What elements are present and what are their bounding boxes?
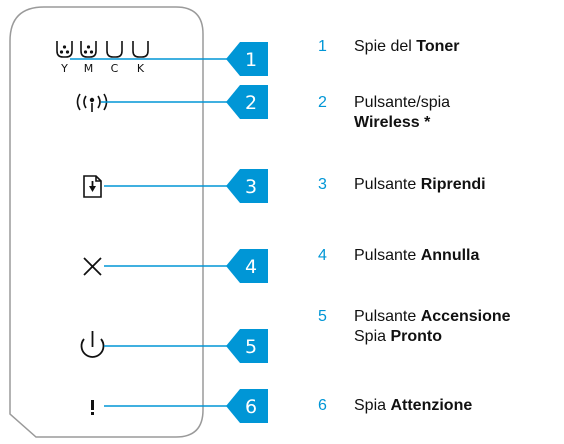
toner-label-m: M (84, 62, 94, 75)
legend-item-6: 6 Spia Attenzione (318, 396, 564, 416)
resume-icon[interactable] (83, 175, 102, 198)
callout-badge-5: 5 (226, 329, 268, 363)
svg-text:6: 6 (245, 396, 257, 418)
toner-dots (59, 45, 94, 54)
legend-item-4: 4 Pulsante Annulla (318, 246, 564, 266)
legend-item-3: 3 Pulsante Riprendi (318, 175, 564, 195)
legend-number: 6 (318, 397, 327, 414)
legend-number: 3 (318, 176, 327, 193)
svg-text:4: 4 (245, 256, 257, 278)
toner-label-y: Y (60, 62, 68, 75)
callout-badge-6: 6 (226, 389, 268, 423)
svg-text:5: 5 (245, 336, 257, 358)
legend-item-1: 1 Spie del Toner (318, 37, 564, 57)
callout-leaders (70, 58, 232, 407)
svg-text:1: 1 (245, 49, 257, 71)
legend-text: Spia Attenzione (354, 397, 473, 414)
callout-badge-2: 2 (226, 85, 268, 119)
svg-text:2: 2 (245, 92, 257, 114)
legend-number: 1 (318, 38, 327, 55)
wireless-dot (89, 97, 95, 103)
callout-badge-4: 4 (226, 249, 268, 283)
svg-text:3: 3 (245, 176, 257, 198)
legend-text: Pulsante Annulla (354, 247, 480, 264)
cancel-icon[interactable] (83, 257, 102, 276)
toner-label-k: K (137, 62, 145, 75)
callout-badge-1: 1 (226, 42, 268, 76)
attention-icon (91, 400, 94, 415)
legend-number: 5 (318, 308, 327, 325)
callout-badge-3: 3 (226, 169, 268, 203)
toner-lights-icon (56, 41, 149, 58)
power-icon[interactable] (80, 331, 105, 358)
control-panel-outline (9, 6, 204, 438)
legend-text: Spie del Toner (354, 38, 460, 55)
resume-arrow (89, 186, 96, 192)
toner-label-c: C (111, 62, 119, 75)
legend-number: 2 (318, 94, 327, 111)
legend-text: Pulsante Riprendi (354, 176, 486, 193)
legend-number: 4 (318, 247, 327, 264)
